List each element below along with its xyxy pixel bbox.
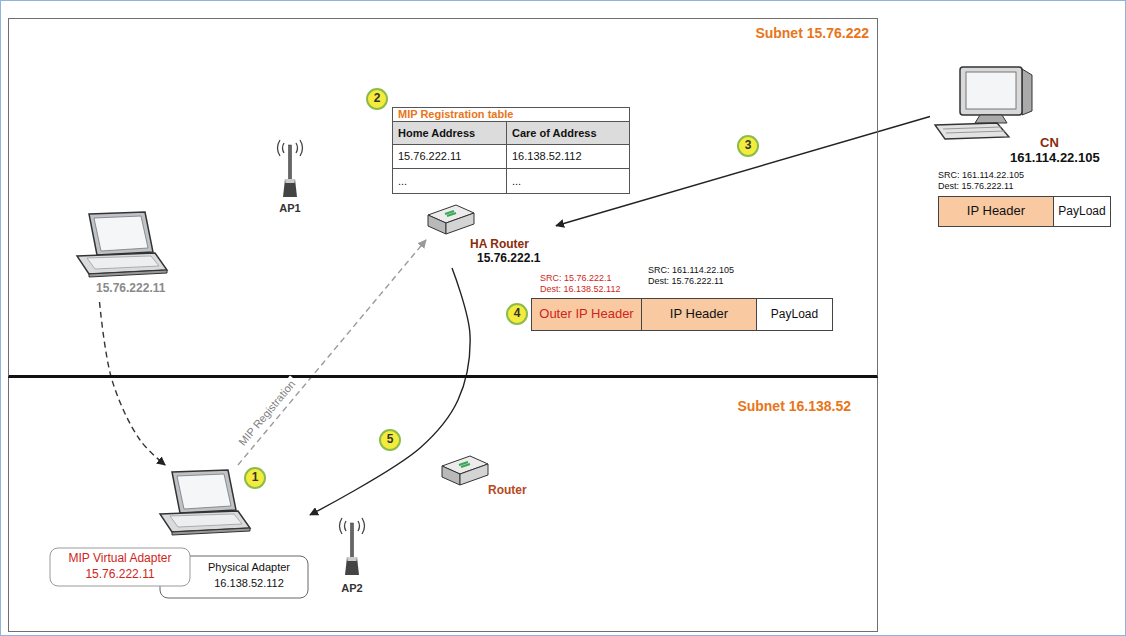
packet-address: Dest: 15.76.222.11 bbox=[938, 181, 1013, 191]
mobile-node: MIP Virtual Adapter15.76.222.11Physical … bbox=[48, 465, 310, 600]
home-agent-router: HA Router15.76.222.1 bbox=[426, 204, 556, 268]
device-label: HA Router bbox=[470, 238, 529, 252]
callout-number: 5 bbox=[379, 429, 401, 451]
table-cell: ... bbox=[506, 168, 630, 194]
adapter-frame bbox=[50, 548, 190, 586]
packet-field: PayLoad bbox=[1053, 196, 1111, 227]
device-label: AP2 bbox=[330, 581, 374, 596]
connector bbox=[100, 302, 166, 465]
adapter-label: Physical Adapter bbox=[192, 559, 306, 575]
packet-field: IP Header bbox=[641, 298, 757, 331]
callout-number: 2 bbox=[366, 88, 388, 110]
packet-field: IP Header bbox=[938, 196, 1054, 227]
packet-field: Outer IP Header bbox=[531, 298, 642, 331]
access-point-icon bbox=[278, 140, 303, 197]
connector bbox=[238, 240, 426, 465]
table-header: Home Address bbox=[392, 121, 507, 145]
packet-address: Dest: 16.138.52.112 bbox=[540, 284, 620, 294]
subnet-region: Subnet 15.76.22215.76.222.11MIP Registra… bbox=[8, 18, 878, 378]
device-label: AP1 bbox=[268, 201, 312, 216]
laptop-icon bbox=[160, 470, 250, 535]
laptop-icon bbox=[77, 212, 167, 277]
ip-packet: Outer IP HeaderIP HeaderPayLoad bbox=[531, 298, 836, 333]
access-point-icon bbox=[340, 518, 365, 575]
ip-address: 15.76.222.11 bbox=[50, 566, 190, 583]
adapter-label: MIP Virtual Adapter bbox=[50, 550, 190, 567]
callout-number: 3 bbox=[737, 135, 759, 157]
ip-address: 15.76.222.1 bbox=[477, 252, 540, 266]
ip-address: 15.76.222.11 bbox=[96, 282, 165, 296]
subnet-label: Subnet 16.138.52 bbox=[737, 398, 851, 414]
packet-field: PayLoad bbox=[756, 298, 833, 331]
callout-number: 1 bbox=[244, 467, 266, 489]
packet-address: SRC: 15.76.222.1 bbox=[540, 273, 612, 283]
callout-number: 4 bbox=[506, 303, 528, 325]
ip-packet: IP HeaderPayLoad bbox=[938, 196, 1114, 229]
edge-label: MIP Registration bbox=[234, 375, 300, 450]
table-cell: 15.76.222.11 bbox=[392, 144, 507, 169]
packet-address: SRC: 161.114.22.105 bbox=[648, 265, 734, 275]
ip-address: 161.114.22.105 bbox=[1010, 151, 1100, 166]
table-cell: 16.138.52.112 bbox=[506, 144, 630, 169]
table-header: Care of Address bbox=[506, 121, 630, 145]
ip-address: 16.138.52.112 bbox=[192, 575, 306, 591]
table-title: MIP Registration table bbox=[392, 107, 630, 122]
subnet-region: Subnet 16.138.52MIP Virtual Adapter15.76… bbox=[8, 378, 878, 632]
registration-table: MIP Registration tableHome AddressCare o… bbox=[392, 107, 633, 196]
computer-icon bbox=[935, 67, 1032, 139]
subnet-label: Subnet 15.76.222 bbox=[755, 25, 869, 41]
packet-address: Dest: 15.76.222.11 bbox=[648, 276, 723, 286]
device-label: CN bbox=[1040, 136, 1059, 151]
access-point: AP1 bbox=[268, 137, 315, 218]
table-cell: ... bbox=[392, 168, 507, 194]
router: Router bbox=[440, 452, 535, 500]
access-point: AP2 bbox=[330, 515, 377, 605]
packet-address: SRC: 161.114.22.105 bbox=[938, 170, 1024, 180]
device-label: Router bbox=[488, 484, 527, 498]
correspondent-node: CN161.114.22.105 bbox=[930, 65, 1120, 168]
mobile-node: 15.76.222.11 bbox=[72, 210, 182, 302]
router-icon bbox=[442, 456, 488, 485]
router-icon bbox=[428, 205, 474, 234]
connector bbox=[310, 268, 470, 515]
